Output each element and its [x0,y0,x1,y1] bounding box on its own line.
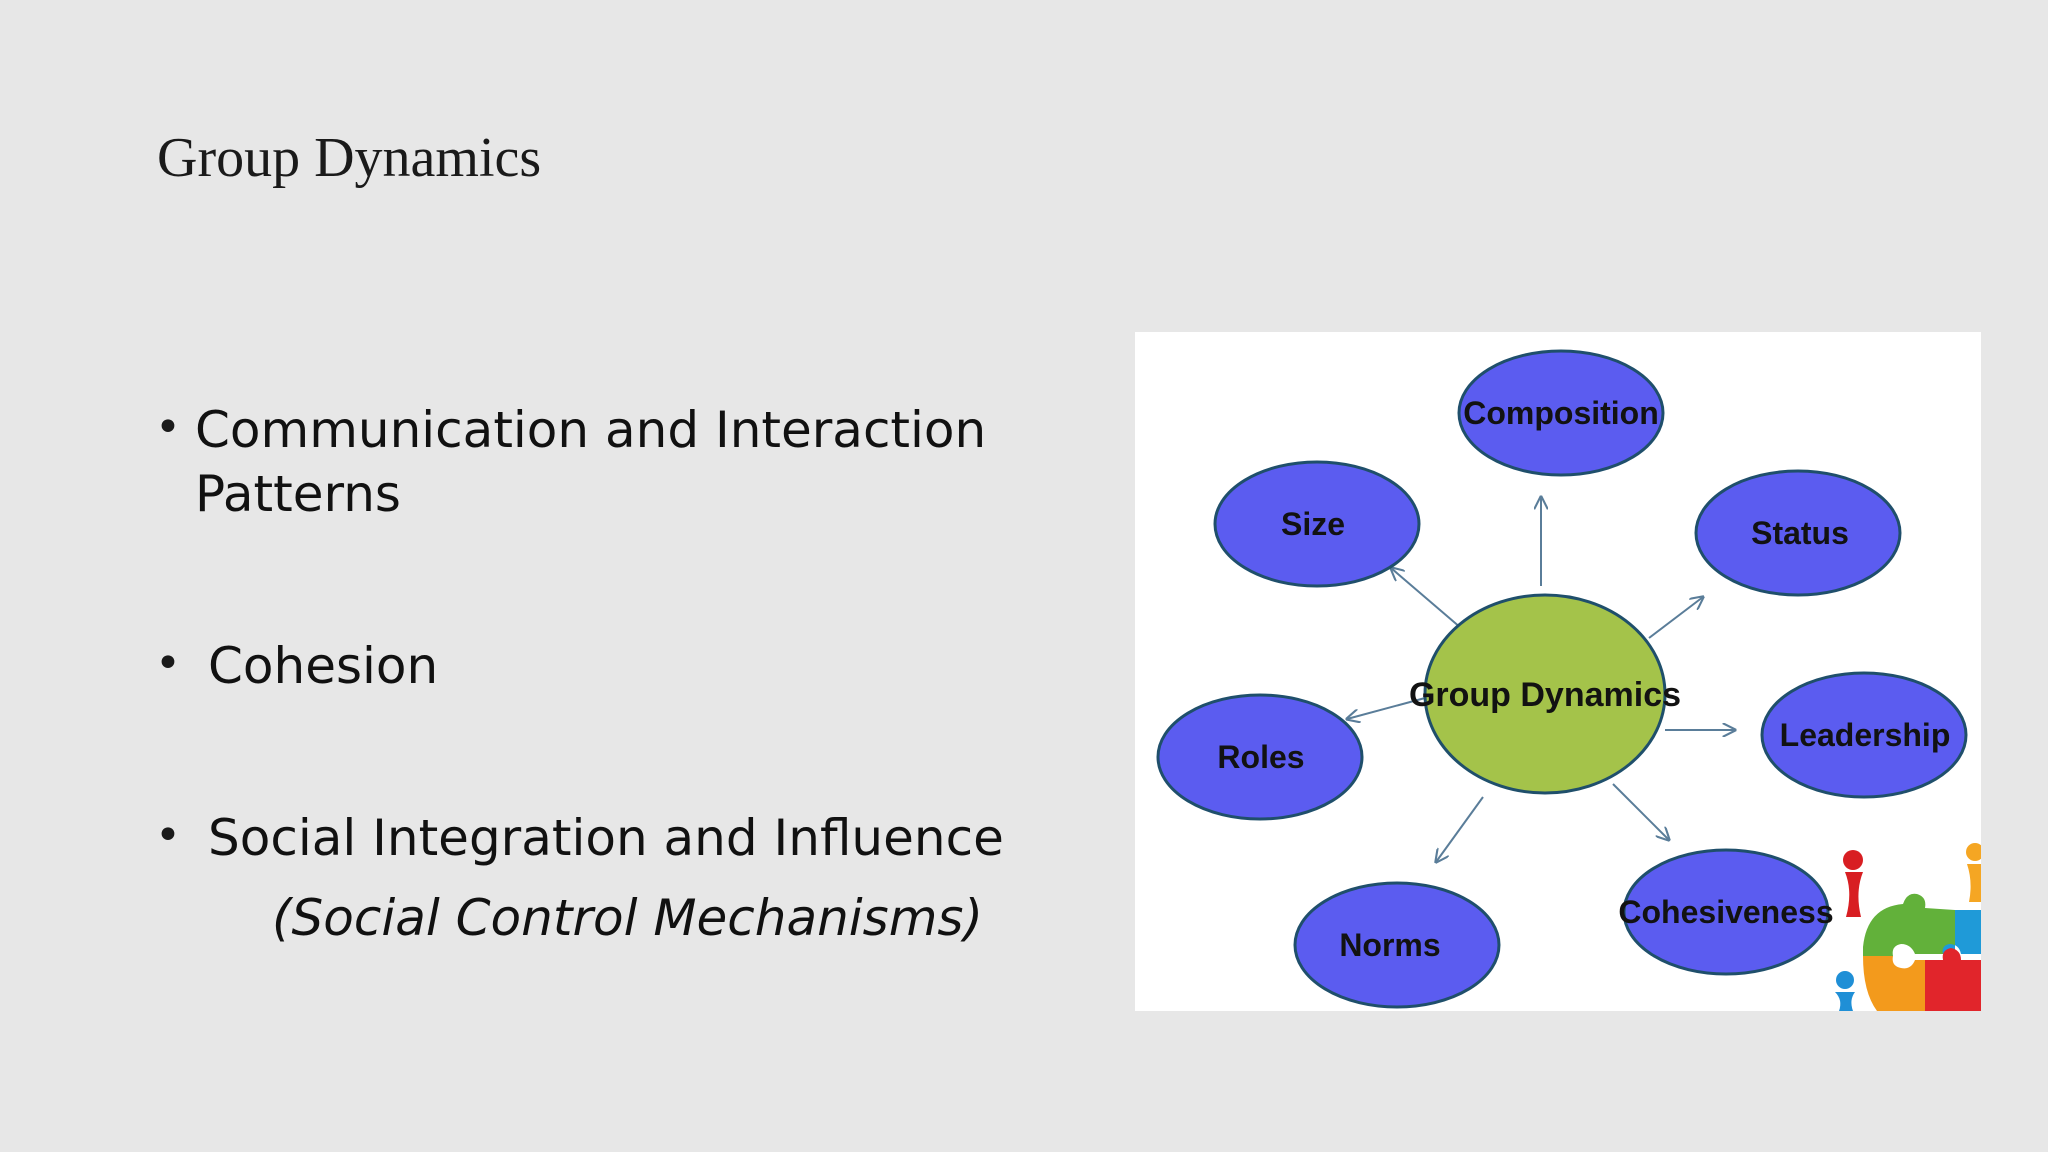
bullet-2-line-1: Cohesion [208,637,439,695]
puzzle-pieces-icon [1835,843,1981,1011]
node-label: Cohesiveness [1618,894,1833,930]
node-cohesiveness: Cohesiveness [1618,848,1834,976]
bullet-marker: • [155,402,181,453]
arrow-to-size [1391,568,1462,629]
bullet-marker: • [155,638,181,689]
node-composition: Composition [1457,349,1665,477]
figure-figurine-icon [1843,850,1863,917]
bullet-list: • Communication and Interaction Patterns… [155,401,1004,947]
node-label: Leadership [1780,717,1951,753]
node-label: Status [1751,515,1849,551]
arrow-to-cohesiveness [1612,783,1669,840]
bullet-1-line-1: Communication and Interaction [195,401,987,459]
slide-title: Group Dynamics [157,127,542,189]
connector-arrows [1347,497,1735,862]
group-dynamics-diagram: Composition Size Status Leadership Roles… [1135,332,1981,1011]
bullet-3-line-1: Social Integration and Influence [208,809,1004,867]
diagram-canvas: Composition Size Status Leadership Roles… [1156,349,1981,1011]
node-roles: Roles [1156,693,1364,821]
node-label: Composition [1463,395,1659,431]
node-label: Size [1281,506,1345,542]
arrow-to-norms [1436,796,1484,862]
node-norms: Norms [1293,881,1501,1009]
bullet-3-line-2: (Social Control Mechanisms) [272,889,983,947]
node-label: Roles [1217,739,1304,775]
node-leadership: Leadership [1760,671,1968,799]
bullet-1-line-2: Patterns [195,465,401,523]
node-label: Norms [1339,927,1440,963]
node-status: Status [1694,469,1902,597]
bullet-marker: • [155,810,181,861]
figurine-blue-icon [1835,971,1855,1011]
arrow-to-roles [1347,697,1426,719]
center-label: Group Dynamics [1409,676,1681,714]
arrow-to-status [1648,597,1703,639]
figurine-orange-icon [1966,843,1981,902]
node-group-dynamics: Group Dynamics [1409,593,1681,795]
node-size: Size [1213,460,1421,588]
